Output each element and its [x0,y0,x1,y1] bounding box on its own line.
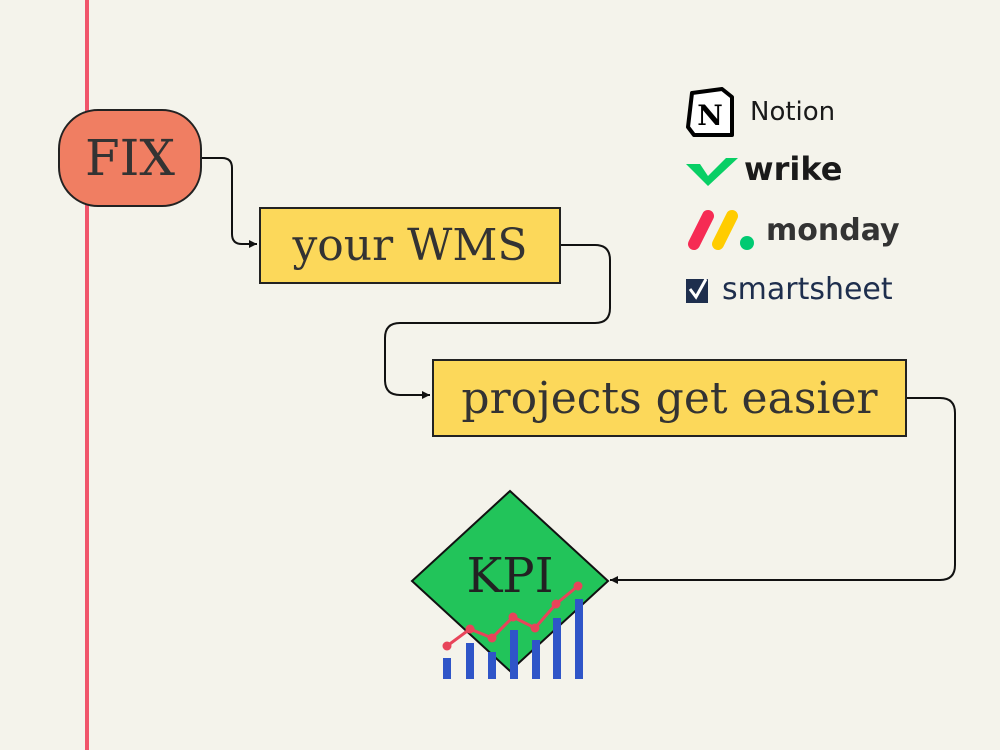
wrike-label: wrike [744,150,843,188]
notion-logo: N Notion [686,87,835,137]
fix-node: FIX [58,109,202,207]
connector-fix-wms [202,157,257,248]
monday-logo: monday [686,208,900,252]
notion-label: Notion [750,97,836,127]
margin-line [85,0,89,750]
notion-icon: N [686,87,734,137]
wrike-check-icon [686,158,738,186]
bar-chart-icon [442,581,583,679]
projects-node: projects get easier [432,359,907,437]
smartsheet-icon [686,277,708,303]
kpi-label: KPI [466,548,554,604]
wrike-logo: wrike [686,150,842,188]
connector-projects-kpi [610,397,956,584]
connector-wms-projects [384,244,611,399]
wms-node: your WMS [259,207,561,284]
monday-icon [688,210,754,250]
svg-text:N: N [697,99,723,132]
smartsheet-label: smartsheet [722,272,893,307]
monday-label: monday [766,212,900,248]
smartsheet-logo: smartsheet [686,272,893,307]
